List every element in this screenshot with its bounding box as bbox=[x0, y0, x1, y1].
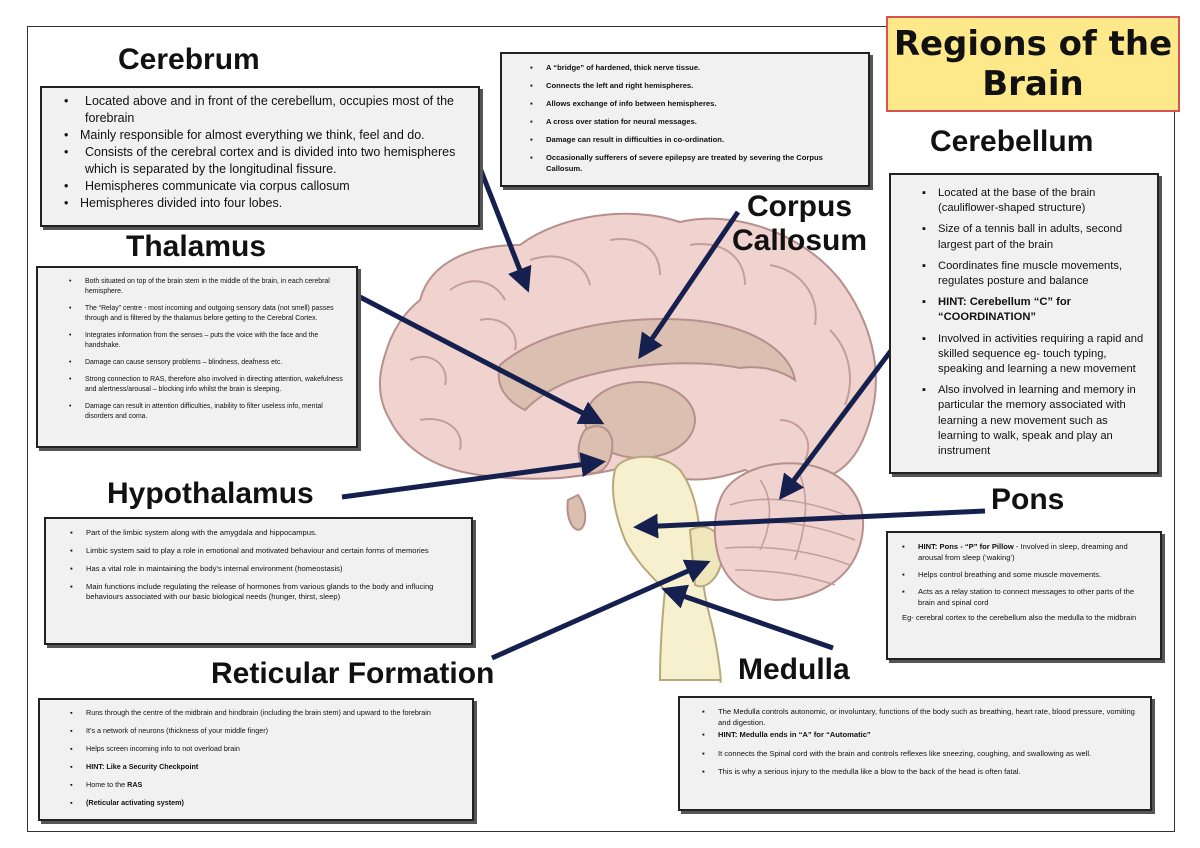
list-item: (Reticular activating system) bbox=[70, 798, 462, 808]
heading-pons: Pons bbox=[991, 483, 1065, 516]
list-item: Also involved in learning and memory in … bbox=[922, 383, 1147, 459]
list-item: Size of a tennis ball in adults, second … bbox=[922, 222, 1147, 252]
arrow-thalamus bbox=[356, 293, 605, 425]
list-item: The “Relay” centre - most incoming and o… bbox=[69, 304, 348, 324]
list-item: Occasionally sufferers of severe epileps… bbox=[530, 152, 858, 174]
list-item: Helps screen incoming info to not overlo… bbox=[70, 744, 462, 754]
thalamus-box: Both situated on top of the brain stem i… bbox=[36, 266, 358, 448]
thalamus-list: Both situated on top of the brain stem i… bbox=[69, 277, 348, 422]
list-item: Located above and in front of the cerebe… bbox=[64, 93, 468, 127]
corpus-list: A “bridge” of hardened, thick nerve tiss… bbox=[530, 62, 858, 174]
list-item: It connects the Spinal cord with the bra… bbox=[702, 749, 1138, 760]
list-item: Runs through the centre of the midbrain … bbox=[70, 708, 462, 718]
pons-example: Eg- cerebral cortex to the cerebellum al… bbox=[902, 613, 1137, 622]
list-item: Main functions include regulating the re… bbox=[70, 582, 461, 602]
list-item: Mainly responsible for almost everything… bbox=[64, 127, 468, 144]
list-item: Hemispheres communicate via corpus callo… bbox=[64, 178, 468, 195]
list-item: This is why a serious injury to the medu… bbox=[702, 767, 1138, 778]
heading-hypothalamus: Hypothalamus bbox=[107, 477, 314, 510]
arrow-medulla bbox=[661, 584, 834, 651]
reticular-box: Runs through the centre of the midbrain … bbox=[38, 698, 474, 821]
heading-thalamus: Thalamus bbox=[126, 230, 267, 263]
cerebellum-list: Located at the base of the brain (caulif… bbox=[922, 186, 1147, 459]
list-item: Home to the RAS bbox=[70, 780, 462, 790]
list-item: Both situated on top of the brain stem i… bbox=[69, 277, 348, 297]
list-item: HINT: Medulla ends in “A” for “Automatic… bbox=[702, 730, 1138, 741]
list-item: HINT: Pons - “P” for Pillow - Involved i… bbox=[902, 541, 1150, 563]
medulla-list: The Medulla controls autonomic, or invol… bbox=[700, 707, 1138, 778]
heading-cerebellum: Cerebellum bbox=[930, 125, 1094, 158]
cerebrum-box: Located above and in front of the cerebe… bbox=[40, 86, 480, 227]
page-frame bbox=[27, 26, 1175, 832]
corpus-callosum-shape bbox=[497, 318, 797, 412]
list-item: Coordinates fine muscle movements, regul… bbox=[922, 259, 1147, 289]
cerebellum-shape bbox=[713, 462, 865, 602]
hypothalamus-list: Part of the limbic system along with the… bbox=[70, 528, 461, 602]
list-item: Hemispheres divided into four lobes. bbox=[64, 195, 468, 212]
list-item: Strong connection to RAS, therefore also… bbox=[69, 375, 348, 395]
pons-box: HINT: Pons - “P” for Pillow - Involved i… bbox=[886, 531, 1162, 660]
list-item: Part of the limbic system along with the… bbox=[70, 528, 461, 538]
list-item: Damage can cause sensory problems – blin… bbox=[69, 358, 348, 368]
arrow-pons bbox=[633, 508, 986, 539]
corpus-callosum-box: A “bridge” of hardened, thick nerve tiss… bbox=[500, 52, 870, 187]
pons-hint: HINT: Pons - “P” for Pillow bbox=[918, 542, 1014, 551]
list-item: Allows exchange of info between hemisphe… bbox=[530, 98, 858, 109]
medulla-box: The Medulla controls autonomic, or invol… bbox=[678, 696, 1152, 811]
list-item: Limbic system said to play a role in emo… bbox=[70, 546, 461, 556]
list-item: Damage can result in attention difficult… bbox=[69, 402, 348, 422]
arrow-hypothalamus bbox=[341, 452, 606, 500]
list-item: The Medulla controls autonomic, or invol… bbox=[702, 707, 1138, 728]
cerebellum-box: Located at the base of the brain (caulif… bbox=[889, 173, 1159, 474]
heading-medulla: Medulla bbox=[738, 653, 850, 686]
list-item: A “bridge” of hardened, thick nerve tiss… bbox=[530, 62, 858, 73]
list-item: Acts as a relay station to connect messa… bbox=[902, 586, 1150, 608]
title-text: Regions of the Brain bbox=[893, 24, 1173, 104]
list-item: Connects the left and right hemispheres. bbox=[530, 80, 858, 91]
list-item: HINT: Cerebellum “C” for “COORDINATION” bbox=[922, 295, 1147, 325]
list-item: Has a vital role in maintaining the body… bbox=[70, 564, 461, 574]
heading-cerebrum: Cerebrum bbox=[118, 43, 260, 76]
brainstem-shape bbox=[612, 455, 722, 683]
heading-corpus: Corpus Callosum bbox=[732, 190, 867, 258]
list-item: Involved in activities requiring a rapid… bbox=[922, 332, 1147, 378]
pons-list: HINT: Pons - “P” for Pillow - Involved i… bbox=[902, 541, 1150, 608]
heading-reticular: Reticular Formation bbox=[211, 657, 495, 690]
hypothalamus-box: Part of the limbic system along with the… bbox=[44, 517, 473, 645]
heading-corpus-line2: Callosum bbox=[732, 224, 868, 257]
reticular-list: Runs through the centre of the midbrain … bbox=[70, 708, 462, 808]
reticular-ras: RAS bbox=[127, 780, 143, 789]
list-item: Helps control breathing and some muscle … bbox=[902, 569, 1150, 580]
cerebrum-list: Located above and in front of the cerebe… bbox=[64, 93, 468, 212]
list-item: Damage can result in difficulties in co-… bbox=[530, 134, 858, 145]
list-item: Consists of the cerebral cortex and is d… bbox=[64, 144, 468, 178]
list-item: It’s a network of neurons (thickness of … bbox=[70, 726, 462, 736]
brain-illustration bbox=[379, 212, 877, 683]
page-title: Regions of the Brain bbox=[886, 16, 1180, 112]
list-item: Located at the base of the brain (caulif… bbox=[922, 186, 1147, 216]
list-item: HINT: Like a Security Checkpoint bbox=[70, 762, 462, 772]
heading-corpus-line1: Corpus bbox=[747, 190, 853, 223]
arrows bbox=[341, 167, 986, 661]
list-item: Integrates information from the senses –… bbox=[69, 331, 348, 351]
reticular-home-text: Home to the bbox=[86, 780, 126, 789]
arrow-reticular bbox=[490, 559, 711, 661]
arrow-corpus bbox=[638, 210, 741, 360]
pons-hint-rest: - Involved in sleep, dreaming and arousa… bbox=[918, 542, 1128, 562]
arrow-cerebellum bbox=[779, 346, 895, 500]
list-item: A cross over station for neural messages… bbox=[530, 116, 858, 127]
arrow-cerebrum bbox=[477, 167, 532, 293]
